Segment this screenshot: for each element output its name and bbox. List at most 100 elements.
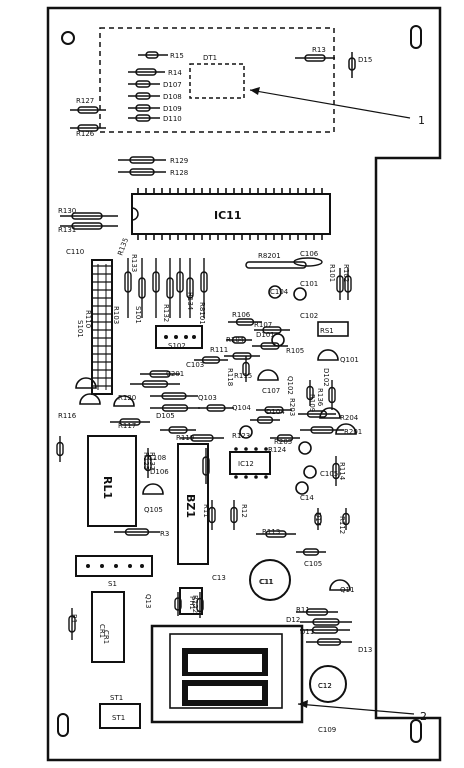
mid-label-r102: R102 (342, 264, 350, 282)
lbl-d108: D108 (163, 93, 182, 101)
mid-label-q102: Q102 (286, 376, 294, 395)
cr1-block (91, 591, 125, 663)
mid-label-d104: D104 (266, 408, 285, 416)
mid-label-r106: R106 (232, 311, 251, 319)
lbl-r130: R130 (58, 207, 76, 215)
mid-label-r111: R111 (210, 346, 228, 354)
lower-label-c13: C13 (212, 574, 226, 582)
lower-label-c11: C11 (260, 578, 274, 586)
capacitor-c12 (309, 665, 347, 703)
mid-label-r205: R205 (274, 438, 292, 446)
lower-label-r125: R125 (142, 452, 150, 470)
mid-label-s101: S101 (134, 306, 142, 324)
ic12-chip (229, 451, 271, 475)
lower-label-r11: R11 (296, 606, 310, 614)
st1-block (99, 703, 141, 729)
mid-label-r8101: R8101 (198, 302, 206, 325)
connector-s1 (75, 555, 153, 577)
mid-label-s102: S102 (168, 342, 186, 350)
callout-1: 1 (418, 114, 425, 127)
mid-label-c110: C110 (66, 248, 84, 256)
lower-label-ph1: PH1 (188, 596, 196, 610)
lbl-r131: R131 (58, 226, 76, 234)
lower-label-r113: R113 (262, 528, 280, 536)
mid-label-r8201: R8201 (258, 252, 281, 260)
lower-label-d14: D14 (314, 512, 322, 527)
mid-label-r119: R119 (176, 434, 194, 442)
cr1-caption: CR1 (102, 630, 110, 644)
lower-label-q11: Q11 (340, 586, 354, 594)
mount-slot (57, 713, 69, 737)
ic12-label: IC12 (238, 460, 254, 468)
lower-label-c105: C105 (304, 560, 322, 568)
lbl-r14: R14 (168, 69, 182, 77)
lbl-r15: R15 (170, 52, 184, 60)
transformer-frame (150, 624, 304, 724)
ic11-label: IC11 (214, 209, 241, 222)
ph1-label: R122 (191, 595, 199, 613)
mid-label-r201: R201 (344, 428, 362, 436)
c12-caption: C12 (318, 682, 332, 690)
mid-label-r110: R110 (84, 310, 92, 328)
mount-slot (410, 719, 422, 743)
mid-label-d102: D102 (322, 368, 330, 387)
mid-label-q104: Q104 (232, 404, 251, 412)
s102-connector (155, 325, 203, 349)
lower-label-r3: R3 (160, 530, 169, 538)
st1-caption: ST1 (112, 714, 125, 722)
mid-label-r134: R134 (186, 292, 194, 311)
mid-label-r204: R204 (340, 414, 359, 422)
mid-label-c101: C101 (300, 280, 318, 288)
mid-label-r116: R116 (58, 412, 77, 420)
mid-label-r109: R109 (308, 394, 316, 412)
mid-label-r117: R117 (118, 422, 136, 430)
ic11-chip (131, 193, 331, 235)
lbl-r129: R129 (170, 157, 188, 165)
mid-label-r136: R136 (316, 388, 324, 407)
callout-2: 2 (420, 710, 427, 723)
lower-label-r112: R112 (338, 516, 346, 534)
lower-label-c12: C12 (318, 682, 332, 690)
mid-label-r115: R115 (234, 372, 252, 380)
lower-label-s1: S1 (108, 580, 117, 588)
mid-label-rs1: RS1 (320, 327, 334, 335)
mid-label-q101: Q101 (340, 356, 359, 364)
s101-caption: S101 (76, 320, 84, 338)
mid-label-r103: R103 (112, 306, 120, 324)
mid-label-r124: R124 (268, 446, 287, 454)
lbl-r135: R135 (116, 237, 130, 257)
lbl-r126: R126 (76, 130, 95, 138)
lbl-r127: R127 (76, 97, 94, 105)
board-outline (46, 6, 442, 762)
mid-label-d105: D105 (156, 412, 175, 420)
lower-label-c14: C14 (300, 494, 314, 502)
mid-label-c103: C103 (186, 361, 204, 369)
lower-label-d11: D11 (300, 628, 314, 636)
lower-label-c109: C109 (318, 726, 336, 734)
dt1-sensor (189, 63, 245, 99)
rs1-box (317, 321, 349, 337)
lbl-r13: R13 (312, 46, 326, 54)
mid-label-r133: R133 (130, 254, 138, 272)
mid-label-r101: R101 (328, 264, 336, 282)
lower-label-cr1: CR1 (98, 624, 106, 638)
lower-label-d106: D106 (150, 468, 169, 476)
relay-label: RL1 (101, 476, 114, 499)
mid-label-d101: D101 (256, 331, 275, 339)
mid-label-r123: R123 (232, 432, 250, 440)
capacitor-c11 (249, 559, 291, 601)
lower-label-st1: ST1 (110, 694, 123, 702)
dt1-label: DT1 (203, 54, 217, 62)
mid-label-c201: C201 (166, 370, 184, 378)
mid-label-r104: R104 (226, 336, 245, 344)
lbl-r128: R128 (170, 169, 188, 177)
mid-label-c107: C107 (262, 387, 280, 395)
mid-label-r120: R120 (118, 394, 136, 402)
mount-hole (61, 31, 75, 45)
lbl-d107: D107 (163, 81, 182, 89)
mid-label-r107: R107 (254, 321, 272, 329)
mid-label-q103: Q103 (198, 394, 217, 402)
lower-label-r11: R11 (202, 504, 210, 518)
lower-label-q13: Q13 (144, 594, 152, 608)
